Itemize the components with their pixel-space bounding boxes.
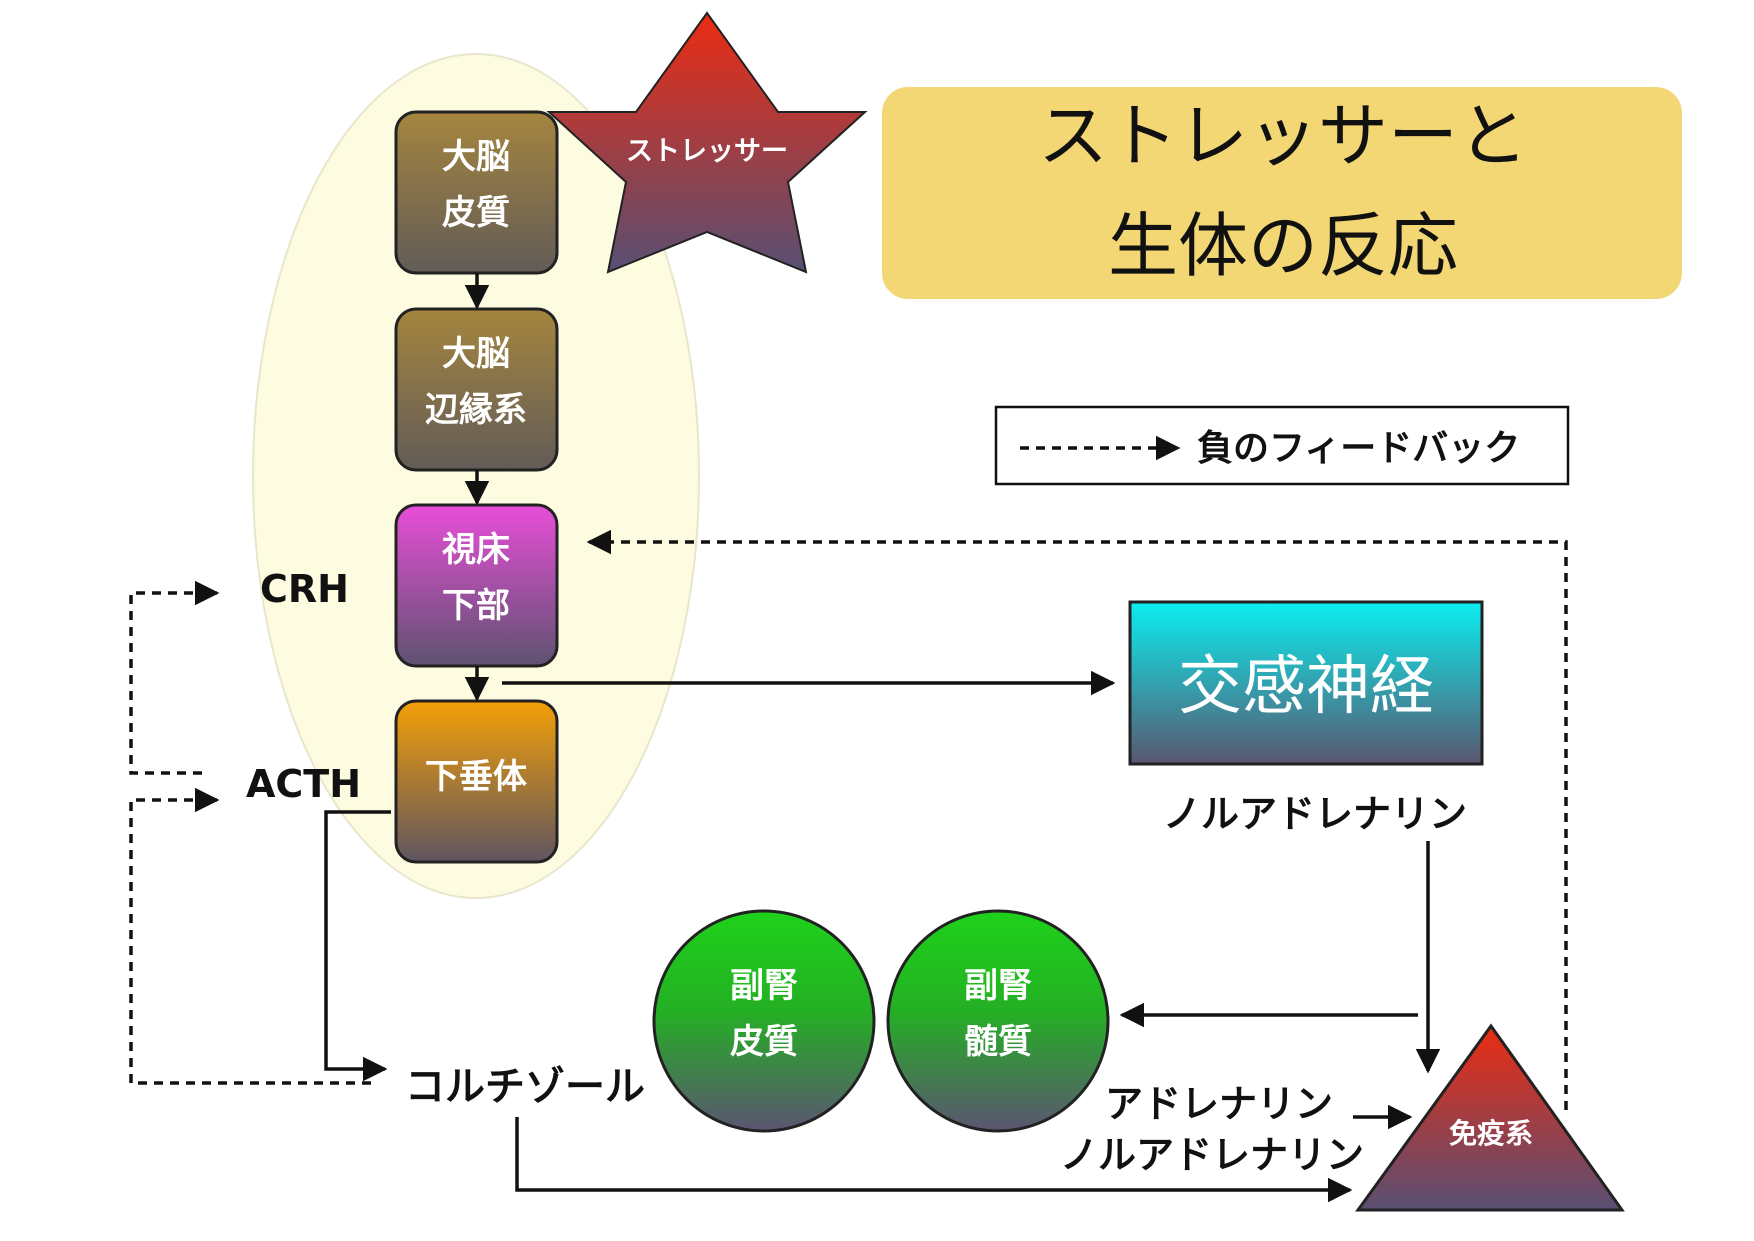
box-limbic-system: 大脳 辺縁系 bbox=[394, 307, 559, 472]
box-cerebral-cortex: 大脳 皮質 bbox=[394, 110, 559, 275]
crh-label: CRH bbox=[260, 567, 349, 611]
adrenal-label-line-2: 髄質 bbox=[964, 1022, 1032, 1062]
adrenal-label-line-1: 副腎 bbox=[730, 966, 798, 1006]
box-label-line-1: 大脳 bbox=[442, 137, 510, 177]
box-label-line-1: 下垂体 bbox=[425, 757, 527, 797]
feedback-cortisol-to-acth bbox=[129, 787, 371, 1085]
adrenal-label-line-1: 副腎 bbox=[964, 966, 1032, 1006]
stressor-label: ストレッサー bbox=[626, 136, 788, 167]
immune-label: 免疫系 bbox=[1449, 1117, 1533, 1150]
acth-label: ACTH bbox=[246, 762, 361, 806]
box-label-line-2: 辺縁系 bbox=[425, 390, 527, 430]
feedback-acth-to-crh bbox=[129, 580, 220, 775]
box-label-line-2: 下部 bbox=[442, 586, 510, 626]
sympathetic-label: 交感神経 bbox=[1178, 650, 1434, 724]
box-sympathetic-nerve: 交感神経 bbox=[1128, 600, 1484, 766]
adrenal-medulla-circle: 副腎 髄質 bbox=[886, 909, 1110, 1133]
triangle-icon bbox=[1355, 1023, 1625, 1212]
title-line-2: 生体の反応 bbox=[1108, 205, 1458, 287]
legend-label: 負のフィードバック bbox=[1197, 428, 1520, 469]
arrow-pituitary-to-cortisol bbox=[324, 810, 391, 1082]
noradrenaline-label: ノルアドレナリン bbox=[1163, 792, 1467, 836]
cortisol-label: コルチゾール bbox=[405, 1064, 645, 1110]
box-label-line-1: 大脳 bbox=[442, 334, 510, 374]
adrenal-label-line-2: 皮質 bbox=[730, 1022, 798, 1062]
box-hypothalamus: 視床 下部 bbox=[394, 503, 559, 668]
immune-system-triangle: 免疫系 bbox=[1355, 1023, 1625, 1212]
box-label-line-1: 視床 bbox=[442, 530, 510, 570]
title-panel: ストレッサーと 生体の反応 bbox=[882, 87, 1682, 299]
stressor-star: ストレッサー bbox=[546, 11, 868, 274]
feedback-immune-to-hypothalamus bbox=[586, 529, 1568, 1110]
box-pituitary: 下垂体 bbox=[394, 699, 559, 864]
adrenaline-label-line-2: ノルアドレナリン bbox=[1060, 1133, 1364, 1177]
star-icon bbox=[546, 11, 868, 274]
title-line-1: ストレッサーと bbox=[1038, 95, 1528, 177]
arrow-cortisol-to-immune bbox=[515, 1117, 1353, 1203]
legend-box: 負のフィードバック bbox=[994, 405, 1570, 486]
adrenaline-label-line-1: アドレナリン bbox=[1105, 1082, 1333, 1126]
adrenal-cortex-circle: 副腎 皮質 bbox=[652, 909, 876, 1133]
box-label-line-2: 皮質 bbox=[442, 193, 510, 233]
